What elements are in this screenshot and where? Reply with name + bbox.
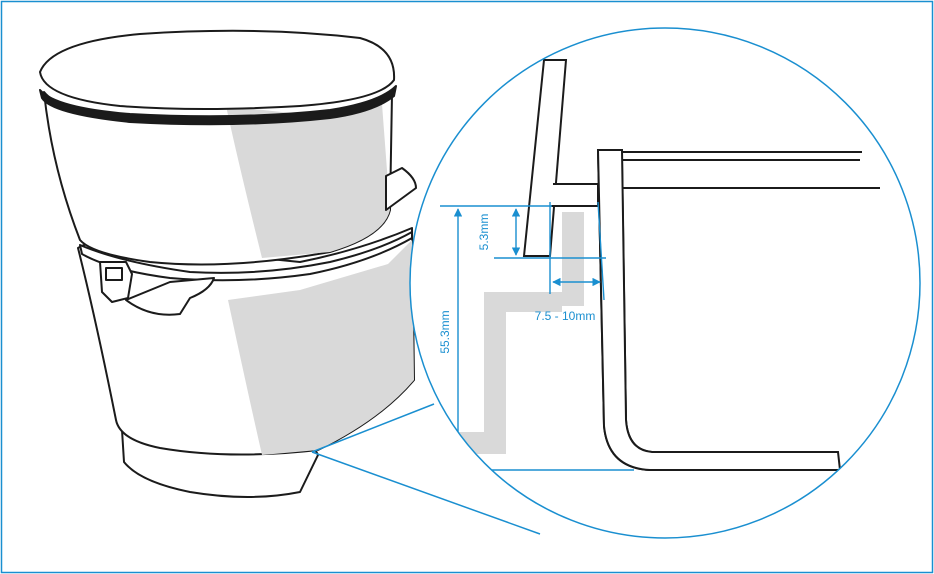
zoom-connector-upper — [311, 403, 435, 453]
reference-profile — [410, 212, 584, 454]
lip-height-label: 5.3mm — [477, 214, 491, 251]
handle-slot — [105, 267, 123, 281]
reference-profile-stem — [562, 212, 584, 290]
lower-tank-shading — [228, 240, 414, 455]
zoom-detail: 5.3mm 7.5 - 10mm 55.3mm — [409, 27, 921, 539]
lid-rim — [39, 85, 397, 126]
toilet-illustration — [39, 29, 417, 498]
toilet-lid[interactable] — [39, 29, 396, 110]
wall-lip — [551, 183, 599, 207]
zoom-connector-lower — [311, 451, 541, 535]
toilet-waist-band — [79, 231, 413, 282]
pour-spout — [125, 277, 215, 316]
tank-wall-fill — [596, 149, 842, 471]
gap-ext-right — [597, 201, 605, 301]
total-height-label: 55.3mm — [438, 310, 452, 353]
side-latch — [385, 167, 417, 211]
gap-width-label: 7.5 - 10mm — [535, 309, 596, 323]
upper-bowl-shading — [226, 104, 390, 258]
zoom-circle-outline — [409, 27, 921, 539]
